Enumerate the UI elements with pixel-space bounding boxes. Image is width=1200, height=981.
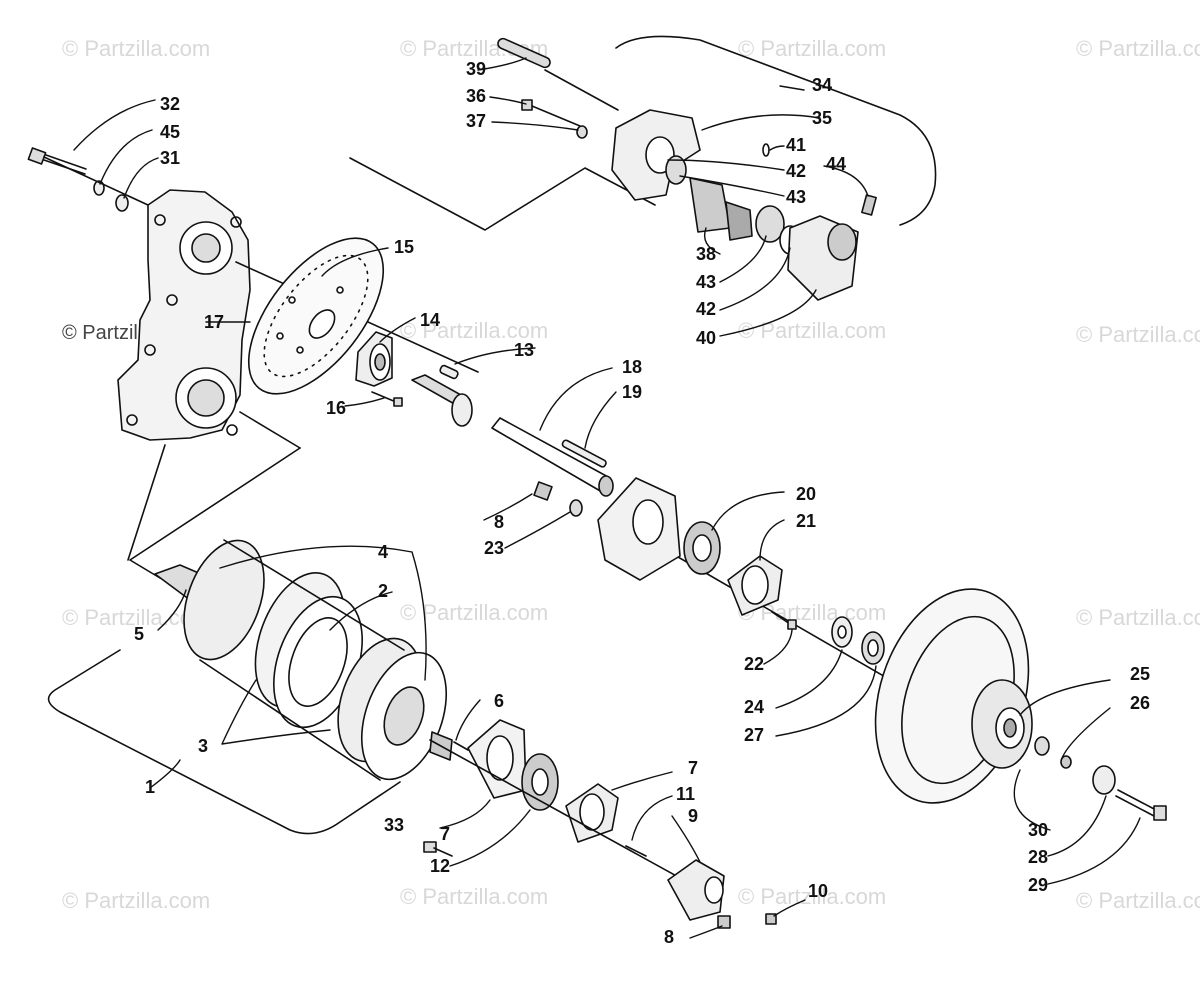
callout-3: 3 [198, 736, 208, 756]
bearing-housing-lower [467, 719, 619, 843]
brake-disc [247, 237, 385, 395]
gearcase-housing [117, 189, 251, 441]
driveshaft [411, 374, 614, 497]
callout-42-upper: 42 [786, 161, 806, 181]
callout-23: 23 [484, 538, 504, 558]
callout-15: 15 [394, 237, 414, 257]
callout-35: 35 [812, 108, 832, 128]
watermark: © Partzilla.com [62, 36, 211, 61]
callout-32: 32 [160, 94, 180, 114]
driven-pulley [874, 588, 1033, 804]
callout-1: 1 [145, 777, 155, 797]
callout-31: 31 [160, 148, 180, 168]
brake-caliper [611, 109, 859, 301]
callout-29: 29 [1028, 875, 1048, 895]
callout-5: 5 [134, 624, 144, 644]
callout-38: 38 [696, 244, 716, 264]
watermark: © Partzilla.com [62, 888, 211, 913]
callout-20: 20 [796, 484, 816, 504]
callout-8-upper: 8 [494, 512, 504, 532]
callout-26: 26 [1130, 693, 1150, 713]
callout-24: 24 [744, 697, 764, 717]
track-drive-axle [154, 539, 453, 781]
callout-44: 44 [826, 154, 846, 174]
watermark: © Partzilla.com [400, 884, 549, 909]
callout-13: 13 [514, 340, 534, 360]
callout-19: 19 [622, 382, 642, 402]
callout-34: 34 [812, 75, 832, 95]
callout-40: 40 [696, 328, 716, 348]
callout-21: 21 [796, 511, 816, 531]
callout-9: 9 [688, 806, 698, 826]
callout-2: 2 [378, 581, 388, 601]
callout-8-lower: 8 [664, 927, 674, 947]
callout-33: 33 [384, 815, 404, 835]
watermark: © Partzilla.com [1076, 888, 1200, 913]
callout-28: 28 [1028, 847, 1048, 867]
callout-30: 30 [1028, 820, 1048, 840]
callout-43-upper: 43 [786, 187, 806, 207]
callout-27: 27 [744, 725, 764, 745]
callout-42-lower: 42 [696, 299, 716, 319]
callout-18: 18 [622, 357, 642, 377]
callout-7-lower: 7 [440, 824, 450, 844]
callout-36: 36 [466, 86, 486, 106]
callout-41: 41 [786, 135, 806, 155]
callout-22: 22 [744, 654, 764, 674]
callout-4: 4 [378, 542, 388, 562]
callout-17: 17 [204, 312, 224, 332]
watermark: © Partzilla.com [1076, 36, 1200, 61]
watermark: © Partzilla.com [738, 884, 887, 909]
callout-6: 6 [494, 691, 504, 711]
callout-37: 37 [466, 111, 486, 131]
callout-16: 16 [326, 398, 346, 418]
callout-11: 11 [676, 784, 695, 804]
watermark: © Partzilla.com [738, 318, 887, 343]
callout-45: 45 [160, 122, 180, 142]
watermark: © Partzilla.com [738, 36, 887, 61]
watermark: © Partzilla.com [400, 318, 549, 343]
callout-12: 12 [430, 856, 450, 876]
watermark: © Partzilla.com [1076, 605, 1200, 630]
callout-14: 14 [420, 310, 440, 330]
callout-25: 25 [1130, 664, 1150, 684]
callout-39: 39 [466, 59, 486, 79]
bolt-32 [27, 147, 129, 212]
hub-flange [355, 331, 393, 387]
bearing-carrier [597, 477, 783, 616]
callout-43-lower: 43 [696, 272, 716, 292]
watermark: © Partzilla.com [1076, 322, 1200, 347]
callout-7-upper: 7 [688, 758, 698, 778]
callout-10: 10 [808, 881, 828, 901]
